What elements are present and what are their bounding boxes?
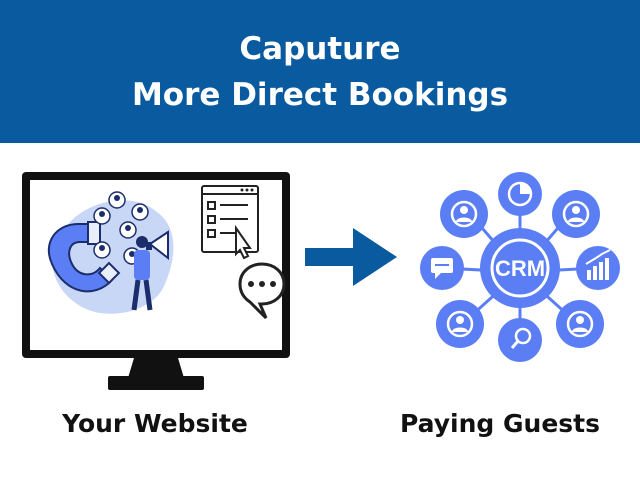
caption-paying-guests: Paying Guests — [400, 409, 600, 438]
banner-title-line2: More Direct Bookings — [131, 76, 509, 113]
search-icon — [510, 327, 532, 349]
megaphone-person-icon — [131, 230, 169, 311]
header-banner: Caputure More Direct Bookings — [0, 0, 640, 143]
crm-label: CRM — [495, 256, 545, 281]
arrow-right-icon — [305, 228, 397, 286]
user-icon — [446, 200, 594, 338]
monitor-icon — [22, 172, 290, 390]
checklist-window-icon — [201, 185, 259, 253]
crm-hub-icon: CRM — [420, 172, 620, 362]
caption-your-website: Your Website — [62, 409, 248, 438]
bar-chart-icon — [585, 249, 611, 280]
magnet-illustration — [47, 191, 174, 314]
chat-icon — [431, 258, 453, 279]
cursor-icon — [235, 224, 252, 260]
banner-title-line1: Caputure — [239, 30, 401, 67]
magnet-icon — [47, 223, 114, 293]
chat-bubble-icon — [238, 262, 286, 320]
pie-chart-icon — [507, 181, 533, 207]
